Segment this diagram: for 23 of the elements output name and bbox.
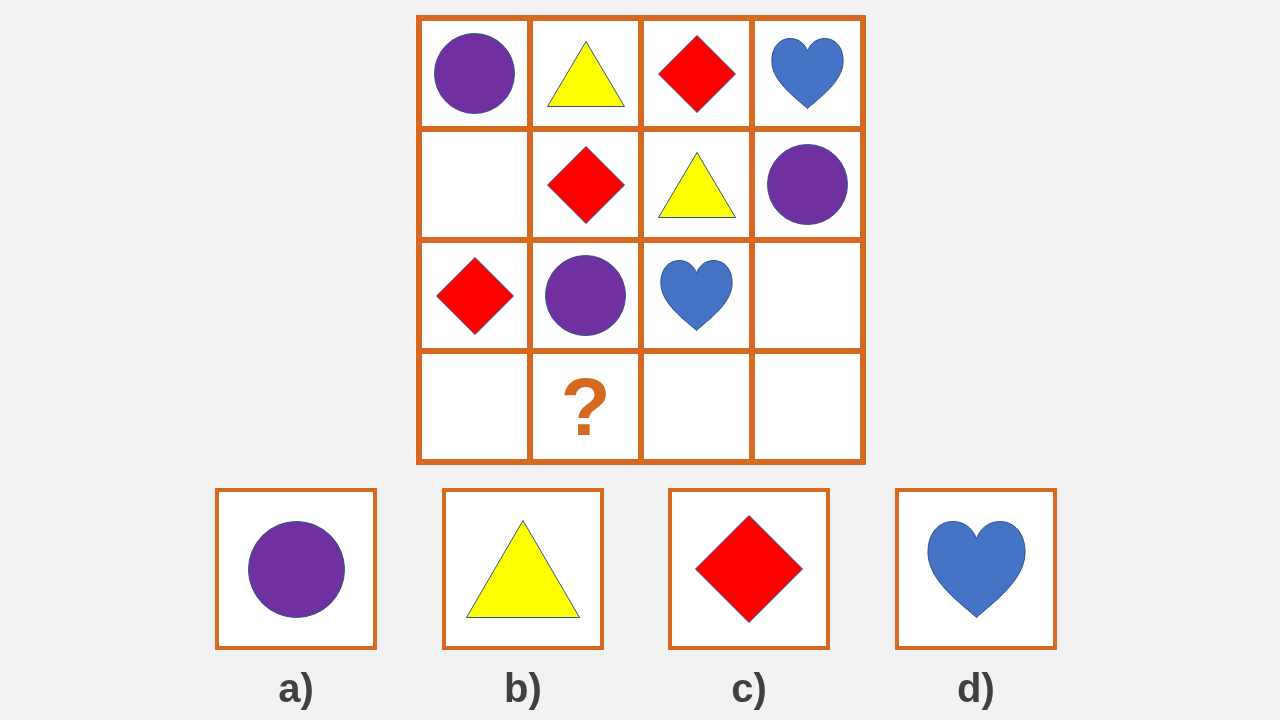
answer-option-frame [668, 488, 830, 650]
heart-icon [660, 260, 733, 331]
answer-option-frame [442, 488, 604, 650]
circle-icon [247, 520, 345, 618]
diamond-icon [435, 256, 514, 335]
option-label: d) [956, 665, 996, 712]
question-mark: ? [560, 365, 611, 448]
heart-icon [771, 38, 844, 109]
option-label: a) [277, 665, 315, 712]
answer-option-frame [895, 488, 1057, 650]
diamond-icon [546, 145, 625, 224]
diamond-icon [695, 515, 803, 623]
option-label: b) [503, 665, 543, 712]
triangle-icon [546, 40, 625, 107]
diamond-icon [657, 34, 736, 113]
triangle-icon [466, 520, 580, 618]
circle-icon [434, 33, 515, 114]
heart-icon [926, 520, 1026, 618]
circle-icon [767, 144, 848, 225]
answer-option-frame [215, 488, 377, 650]
circle-icon [545, 255, 626, 336]
triangle-icon [657, 151, 736, 218]
option-label: c) [730, 665, 768, 712]
